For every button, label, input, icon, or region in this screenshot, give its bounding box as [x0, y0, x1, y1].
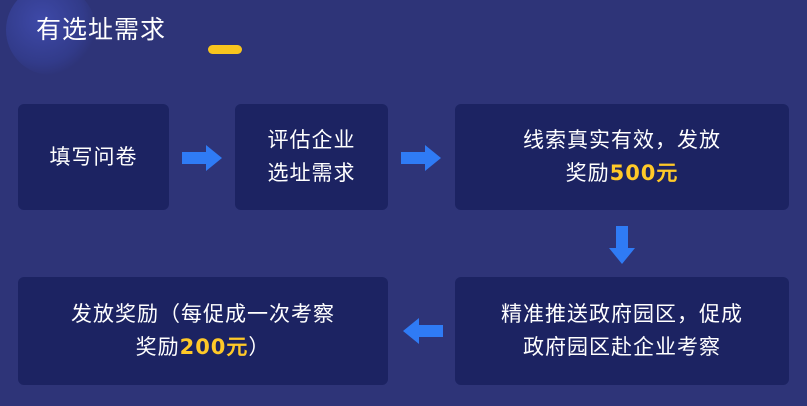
arrow-right-icon	[182, 145, 222, 171]
step-label-line2: 政府园区赴企业考察	[523, 335, 721, 359]
step-card-reward-500: 线索真实有效，发放 奖励500元	[455, 104, 789, 210]
arrow-right-icon	[401, 145, 441, 171]
step-label-line2: 选址需求	[267, 161, 356, 185]
arrow-down-icon	[609, 226, 635, 264]
step-label-line2: 奖励500元	[523, 157, 721, 190]
title-decoration	[6, 0, 96, 75]
reward-prefix: 奖励	[565, 161, 610, 185]
step-card-push-parks: 精准推送政府园区，促成 政府园区赴企业考察	[455, 277, 789, 385]
reward-amount: 500元	[609, 161, 679, 185]
step-label-line1: 线索真实有效，发放	[523, 128, 721, 152]
step-label-line2: 奖励200元）	[71, 331, 335, 364]
step-card-fill-questionnaire: 填写问卷	[18, 104, 169, 210]
step-label-line1: 评估企业	[267, 128, 356, 152]
reward-prefix: 奖励	[135, 335, 180, 359]
step-label: 填写问卷	[49, 144, 138, 169]
page-header: 有选址需求	[6, 0, 242, 75]
arrow-left-icon	[403, 318, 443, 344]
page-title: 有选址需求	[36, 15, 167, 44]
step-label-line1: 精准推送政府园区，促成	[501, 302, 743, 326]
step-label-line1: 发放奖励（每促成一次考察	[71, 302, 335, 326]
step-card-evaluate-demand: 评估企业 选址需求	[235, 104, 388, 210]
step-card-reward-200: 发放奖励（每促成一次考察 奖励200元）	[18, 277, 388, 385]
reward-suffix: ）	[248, 335, 271, 359]
reward-amount: 200元	[179, 335, 249, 359]
title-underline	[208, 45, 242, 54]
